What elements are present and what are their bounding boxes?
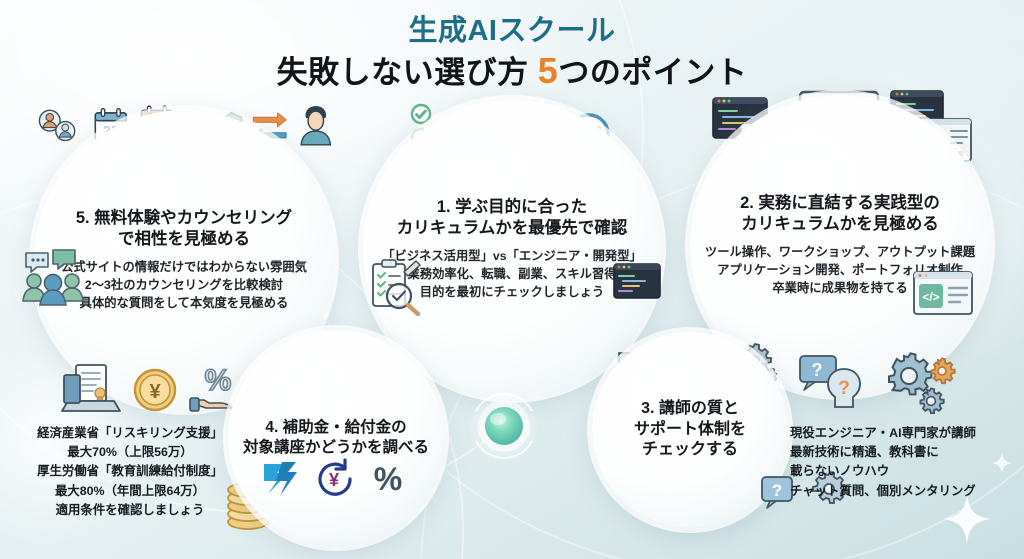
point-5-circle[interactable]: 5. 無料体験やカウンセリング で相性を見極める 公式サイトの情報だけではわから… [34, 110, 334, 410]
point-1-heading: 1. 学ぶ目的に合った カリキュラムかを最優先で確認 [396, 197, 628, 237]
s-logo-icon [264, 462, 297, 496]
svg-text:?: ? [772, 481, 782, 500]
subtitle-accent-number: 5 [537, 50, 559, 92]
point-2-body: ツール操作、ワークショップ、アウトプット課題 アプリケーション開発、ポートフォリ… [704, 244, 976, 295]
laptop-certificate-icon [61, 364, 121, 412]
icon-group-code-window [612, 258, 662, 306]
point-5-body: 公式サイトの情報だけではわからない雰囲気 2〜3社のカウンセリングを比較検討 具… [61, 259, 307, 310]
point-3-circle[interactable]: 3. 講師の質と サポート体制を チェックする [592, 332, 788, 528]
question-bubble-icon: ? [761, 476, 793, 509]
icon-group-browser-code: </> [912, 268, 974, 318]
yen-refund-icon: ¥ [318, 458, 352, 496]
question-bubble-icon: ? ? [799, 355, 861, 408]
yen-glyph-label: ¥ [149, 381, 161, 403]
clipboard-magnifier-icon [372, 259, 421, 316]
point-1-circle[interactable]: 1. 学ぶ目的に合った カリキュラムかを最優先で確認 「ビジネス活用型」vs「エ… [363, 100, 661, 398]
header: 生成AIスクール 失敗しない選び方 5つのポイント [0, 14, 1024, 93]
sparkle-icon [944, 494, 990, 544]
person-icon [300, 106, 332, 146]
icon-group-chat-users [20, 245, 90, 307]
point-3-heading: 3. 講師の質と サポート体制を チェックする [633, 400, 746, 459]
percent-glyph-label: % [205, 364, 232, 397]
subtitle-post: つのポイント [558, 55, 748, 91]
yen-coin-icon: ¥ [133, 368, 177, 412]
page-title: 生成AIスクール [408, 15, 616, 47]
point-1-body: 「ビジネス活用型」vs「エンジニア・開発型」 業務効率化、転職、副業、スキル習得… [382, 248, 642, 299]
icon-group-support-programs: ¥ % [258, 458, 408, 500]
svg-text:¥: ¥ [329, 470, 339, 490]
gears-icon [812, 470, 847, 504]
chat-users-icon [22, 249, 84, 306]
svg-text:</>: </> [922, 290, 939, 304]
icon-group-question-gear: ? [758, 470, 850, 514]
point-4-heading: 4. 補助金・給付金の 対象講座かどうかを調べる [242, 419, 429, 456]
svg-text:%: % [374, 461, 402, 497]
icon-group-instructor-quality: ? ? [798, 352, 956, 414]
page-subtitle: 失敗しない選び方 5つのポイント [0, 50, 1024, 92]
point-5-heading: 5. 無料体験やカウンセリング で相性を見極める [75, 208, 293, 248]
point-3-body: 現役エンジニア・AI専門家が講師 最新技術に精通、教科書に 載らないノウハウ チ… [790, 426, 976, 498]
users-icon [38, 109, 76, 142]
point-2-heading: 2. 実務に直結する実践型の カリキュラムかを見極める [740, 193, 940, 233]
subtitle-pre: 失敗しない選び方 [276, 55, 538, 91]
icon-group-clipboard-magnifier [368, 258, 426, 316]
ai-orb-icon [468, 390, 540, 462]
percent-icon: % [374, 461, 402, 497]
percent-hand-icon: % [189, 363, 234, 412]
point-4-body: 経済産業省「リスキリング支援」 最大70%（上限56万） 厚生労働省「教育訓練給… [37, 426, 223, 517]
question-glyph-label: ? [812, 360, 823, 380]
browser-code-icon: </> [913, 271, 973, 315]
svg-text:?: ? [838, 378, 850, 399]
gears-icon [888, 352, 956, 414]
code-window-icon [613, 263, 661, 299]
thinking-head-icon [827, 368, 861, 408]
point-4-circle[interactable]: 4. 補助金・給付金の 対象講座かどうかを調べる [228, 330, 444, 546]
icon-group-subsidy: ¥ % [60, 362, 244, 418]
